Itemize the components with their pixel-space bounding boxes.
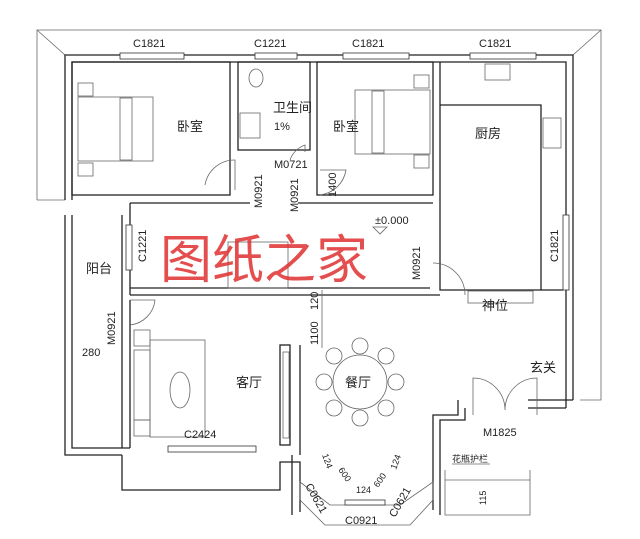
room-kitchen: 厨房 xyxy=(475,126,501,142)
doors xyxy=(129,144,538,415)
railing-label: 花瓶护栏 xyxy=(452,453,488,464)
nightstand xyxy=(77,162,94,177)
interior-walls xyxy=(71,61,563,455)
dining-table xyxy=(332,354,388,410)
dimension: 600 xyxy=(336,465,353,483)
room-living: 客厅 xyxy=(236,375,262,391)
dimension: 115 xyxy=(478,491,488,505)
dimension: 120 xyxy=(309,292,321,310)
window-top-4 xyxy=(469,52,537,60)
label-door: M0721 xyxy=(274,159,308,171)
dimension: 1100 xyxy=(309,321,321,345)
room-bedroom-1: 卧室 xyxy=(177,119,203,135)
window-living-bottom xyxy=(167,445,257,453)
label-door: M0921 xyxy=(289,178,301,212)
label-window: C1821 xyxy=(352,38,384,50)
toilet xyxy=(248,68,264,88)
shrine-table xyxy=(467,290,534,304)
bed-2 xyxy=(354,89,431,155)
label-window: C1821 xyxy=(549,230,561,262)
dimension: 1400 xyxy=(327,173,339,197)
label-window: C0621 xyxy=(302,482,329,516)
window-hall-left xyxy=(125,224,133,271)
level-mark: ±0.000 xyxy=(375,215,409,227)
stairs xyxy=(227,241,289,289)
label-window: C1221 xyxy=(254,38,286,50)
label-window: C0921 xyxy=(345,515,377,527)
nightstand xyxy=(77,82,94,97)
bed-1 xyxy=(77,96,154,162)
stove xyxy=(542,117,562,149)
watermark: 图纸之家 xyxy=(160,231,368,291)
label-window: C1821 xyxy=(479,38,511,50)
coffee-table xyxy=(169,371,191,409)
label-window: C1221 xyxy=(137,230,149,262)
washbasin xyxy=(239,112,261,139)
window-top-3 xyxy=(342,52,410,60)
dimension: 124 xyxy=(356,485,371,495)
window-top-2 xyxy=(254,52,298,60)
sofa-set xyxy=(149,339,206,438)
window-top-1 xyxy=(119,52,185,60)
label-window: C0621 xyxy=(387,485,414,519)
dimension: 280 xyxy=(82,347,100,359)
dimension: 600 xyxy=(371,471,388,489)
label-door: M1825 xyxy=(483,427,517,439)
label-window: C2424 xyxy=(184,429,216,441)
tv-cabinet xyxy=(282,351,290,439)
room-bathroom: 卫生间 xyxy=(273,101,312,116)
label-door: M0921 xyxy=(106,311,118,345)
room-bedroom-2: 卧室 xyxy=(333,119,359,135)
furniture xyxy=(77,63,562,439)
label-window: C1821 xyxy=(133,38,165,50)
slope-label: 1% xyxy=(274,121,290,133)
room-shrine: 神位 xyxy=(482,299,508,314)
room-dining: 餐厅 xyxy=(345,375,371,391)
room-balcony: 阳台 xyxy=(86,262,112,277)
label-door: M0921 xyxy=(411,246,423,280)
dimension: 124 xyxy=(388,453,403,471)
window-kitchen-right xyxy=(562,214,570,291)
dimension: 124 xyxy=(320,452,335,470)
roof-outline xyxy=(36,29,602,401)
label-door: M0921 xyxy=(253,174,265,208)
room-entry: 玄关 xyxy=(530,361,556,376)
kitchen-sink xyxy=(484,63,511,81)
